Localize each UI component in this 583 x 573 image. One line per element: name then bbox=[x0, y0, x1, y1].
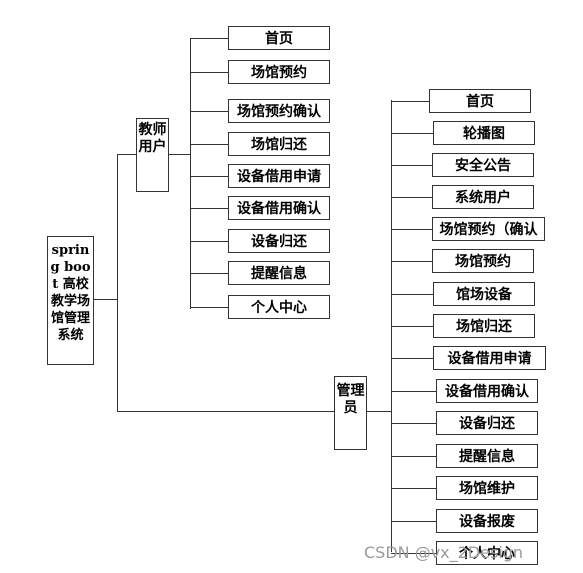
connector-admin-stub bbox=[367, 411, 392, 412]
teacher-function-connector bbox=[190, 176, 228, 177]
teacher-function-node: 场馆预约确认 bbox=[228, 99, 330, 123]
admin-function-node: 安全公告 bbox=[432, 153, 534, 177]
admin-function-node: 轮播图 bbox=[433, 121, 535, 145]
admin-function-node: 设备报废 bbox=[436, 509, 538, 533]
admin-function-connector bbox=[391, 165, 432, 166]
admin-function-node: 设备借用申请 bbox=[433, 346, 546, 370]
admin-function-connector bbox=[391, 261, 432, 262]
admin-function-node: 系统用户 bbox=[432, 185, 534, 209]
role-node-teacher: 教师用户 bbox=[136, 118, 169, 192]
admin-function-connector bbox=[391, 521, 436, 522]
connector-to-teacher bbox=[117, 154, 136, 155]
admin-function-connector bbox=[391, 358, 433, 359]
admin-function-node: 场馆预约 bbox=[432, 249, 534, 273]
connector-root-stub bbox=[94, 299, 118, 300]
admin-function-node: 首页 bbox=[429, 89, 531, 113]
admin-function-node: 场馆归还 bbox=[433, 314, 535, 338]
teacher-function-node: 场馆预约 bbox=[228, 60, 330, 84]
teacher-function-connector bbox=[190, 273, 228, 274]
admin-function-connector bbox=[391, 197, 432, 198]
admin-function-connector bbox=[391, 294, 433, 295]
admin-function-node: 提醒信息 bbox=[436, 444, 538, 468]
teacher-function-node: 个人中心 bbox=[228, 295, 330, 319]
teacher-function-connector bbox=[190, 111, 228, 112]
admin-function-node: 馆场设备 bbox=[433, 282, 535, 306]
teacher-function-connector bbox=[190, 241, 228, 242]
root-node-system: spring boot 高校教学场馆管理系统 bbox=[47, 236, 94, 365]
teacher-function-connector bbox=[190, 307, 228, 308]
teacher-function-connector bbox=[190, 38, 228, 39]
admin-function-connector bbox=[391, 488, 436, 489]
admin-function-connector bbox=[391, 229, 432, 230]
connector-to-admin bbox=[117, 411, 334, 412]
connector-root-trunk bbox=[117, 154, 118, 412]
admin-function-node: 场馆维护 bbox=[436, 476, 538, 500]
teacher-function-node: 设备借用确认 bbox=[228, 196, 330, 220]
admin-function-node: 设备借用确认 bbox=[436, 379, 538, 403]
admin-function-node: 场馆预约（确认 bbox=[432, 217, 545, 241]
teacher-function-node: 提醒信息 bbox=[228, 261, 330, 285]
connector-teacher-stub bbox=[169, 154, 191, 155]
role-node-admin: 管理员 bbox=[334, 376, 367, 450]
teacher-function-connector bbox=[190, 144, 228, 145]
csdn-watermark: CSDN @vx_2Design bbox=[364, 543, 524, 562]
admin-function-node: 个人中心 bbox=[436, 541, 538, 565]
admin-function-connector bbox=[391, 391, 436, 392]
admin-function-connector bbox=[391, 456, 436, 457]
teacher-function-connector bbox=[190, 72, 228, 73]
teacher-function-connector bbox=[190, 208, 228, 209]
connector-teacher-trunk bbox=[190, 38, 191, 309]
teacher-function-node: 场馆归还 bbox=[228, 132, 330, 156]
admin-function-connector bbox=[391, 553, 436, 554]
teacher-function-node: 设备借用申请 bbox=[228, 164, 330, 188]
teacher-function-node: 首页 bbox=[228, 26, 330, 50]
admin-function-connector bbox=[391, 423, 436, 424]
admin-function-connector bbox=[391, 101, 429, 102]
teacher-function-node: 设备归还 bbox=[228, 229, 330, 253]
admin-function-connector bbox=[391, 326, 433, 327]
admin-function-node: 设备归还 bbox=[436, 411, 538, 435]
admin-function-connector bbox=[391, 133, 433, 134]
